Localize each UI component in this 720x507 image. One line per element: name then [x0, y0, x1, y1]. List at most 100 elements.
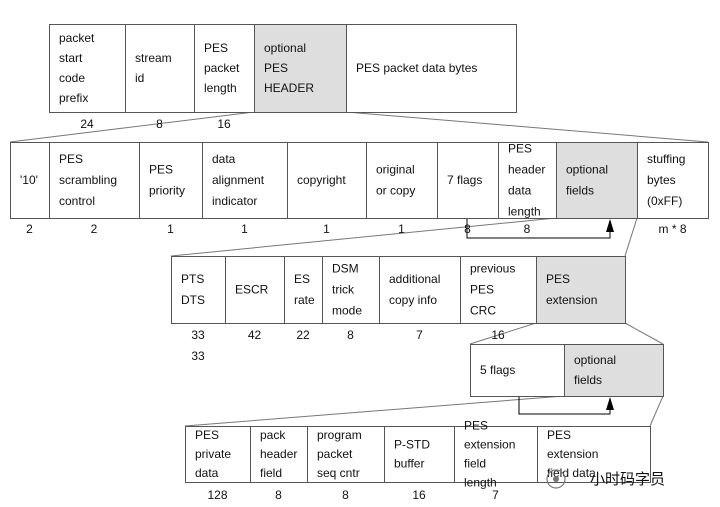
- level5-field-label-line: program: [317, 428, 362, 442]
- level1-field-4: PES packet data bytes: [346, 24, 517, 113]
- flags-loop-level2-arrowhead-icon: [606, 219, 614, 232]
- level3-field-label-line: DSM: [332, 262, 359, 276]
- level1-field-box: [346, 24, 517, 113]
- level3-field-size: 16: [491, 328, 505, 342]
- level1-field-label-line: optional: [264, 41, 306, 55]
- level3-row: PTSDTS3333ESCR42ESrate22DSMtrickmode8add…: [171, 256, 626, 363]
- level3-field-size: 22: [296, 328, 310, 342]
- level5-field-label-line: PES: [195, 428, 219, 442]
- level5-field-label-line: pack: [260, 428, 286, 442]
- level2-field-size: 1: [323, 222, 330, 236]
- level2-field-size: 1: [167, 222, 174, 236]
- level2-field-size: 8: [464, 222, 471, 236]
- connector-ext-optional-right: [649, 395, 664, 427]
- level1-field-label-line: HEADER: [264, 81, 314, 95]
- level5-field-size: 8: [342, 488, 349, 502]
- level5-field-0: PES private data 128: [185, 426, 251, 502]
- level5-field-label-line: field: [260, 466, 282, 480]
- level2-field-label-line: data: [508, 184, 532, 198]
- watermark-text: 小时码字员: [590, 471, 665, 488]
- level2-field-label-line: PES: [508, 142, 532, 156]
- connector-optional-right: [624, 217, 638, 257]
- flag-loop-indicators: [466, 218, 614, 415]
- level4-field-box: [470, 344, 565, 397]
- level3-field-label-line: PES: [546, 272, 570, 286]
- level1-field-label-line: prefix: [59, 91, 88, 105]
- level5-field-size: 128: [207, 488, 227, 502]
- level2-field-label-line: copyright: [297, 173, 346, 187]
- level5-field-label-line: PES: [547, 428, 571, 442]
- level5-field-size: 7: [492, 488, 499, 502]
- level2-field-label-line: stuffing: [647, 152, 685, 166]
- level2-field-label-line: original: [376, 163, 415, 177]
- level5-field-label-line: buffer: [394, 457, 424, 471]
- level2-field-box: [637, 142, 709, 219]
- level1-field-box: [254, 24, 347, 113]
- level3-field-box: [171, 256, 226, 324]
- level3-field-size: 7: [416, 328, 423, 342]
- level5-field-label-line: packet: [317, 447, 353, 461]
- level5-field-label-line: field data: [547, 466, 596, 480]
- level3-field-label-line: DTS: [181, 293, 205, 307]
- level1-field-label-line: PES: [204, 41, 228, 55]
- level3-field-box: [460, 256, 537, 324]
- level3-field-box: [379, 256, 461, 324]
- expansion-connectors: [9, 111, 709, 427]
- level2-field-label-line: fields: [566, 184, 594, 198]
- level1-field-label-line: PES packet data bytes: [356, 61, 477, 75]
- level1-row: packetstartcodeprefix24streamid8PESpacke…: [49, 24, 517, 131]
- level3-field-size-second: 33: [191, 349, 205, 363]
- connector-ext-optional-left: [184, 395, 565, 427]
- level2-row: '10'2PESscramblingcontrol2PESpriority1da…: [10, 142, 709, 236]
- level5-field-label-line: PES: [464, 419, 488, 433]
- level1-field-size: 24: [80, 117, 94, 131]
- level3-field-label-line: extension: [546, 293, 597, 307]
- flags-loop-level2-line: [466, 218, 611, 239]
- watermark: 小时码字员: [546, 469, 665, 489]
- level2-field-label-line: data: [212, 152, 236, 166]
- level5-field-label-line: extension: [464, 438, 515, 452]
- level3-field-label-line: CRC: [470, 304, 496, 318]
- level3-field-label-line: trick: [332, 283, 355, 297]
- level5-field-label-line: length: [464, 476, 497, 490]
- level1-field-box: [49, 24, 126, 113]
- level2-field-label-line: or copy: [376, 184, 415, 198]
- level2-field-size: 1: [398, 222, 405, 236]
- level5-field-label-line: field: [464, 457, 486, 471]
- level2-field-label-line: (0xFF): [647, 194, 682, 208]
- level3-field-box: [284, 256, 323, 324]
- level1-field-label-line: length: [204, 81, 237, 95]
- level5-field-box: [384, 426, 455, 483]
- level2-field-label-line: priority: [149, 184, 185, 198]
- level2-field-label-line: indicator: [212, 194, 257, 208]
- level2-field-box: [202, 142, 288, 219]
- flags-loop-level4-arrowhead-icon: [606, 397, 614, 410]
- level2-field-size: 1: [241, 222, 248, 236]
- connector-header-left: [9, 111, 255, 143]
- level2-field-label-line: bytes: [647, 173, 676, 187]
- level5-field-label-line: private: [195, 447, 231, 461]
- level1-field-label-line: packet: [59, 31, 95, 45]
- level5-field-5: PES extension field data: [537, 426, 651, 483]
- level2-field-label-line: PES: [59, 152, 83, 166]
- level5-field-label-line: data: [195, 466, 219, 480]
- level5-field-label-line: extension: [547, 447, 598, 461]
- level2-field-label-line: control: [59, 194, 95, 208]
- level1-field-box: [125, 24, 195, 113]
